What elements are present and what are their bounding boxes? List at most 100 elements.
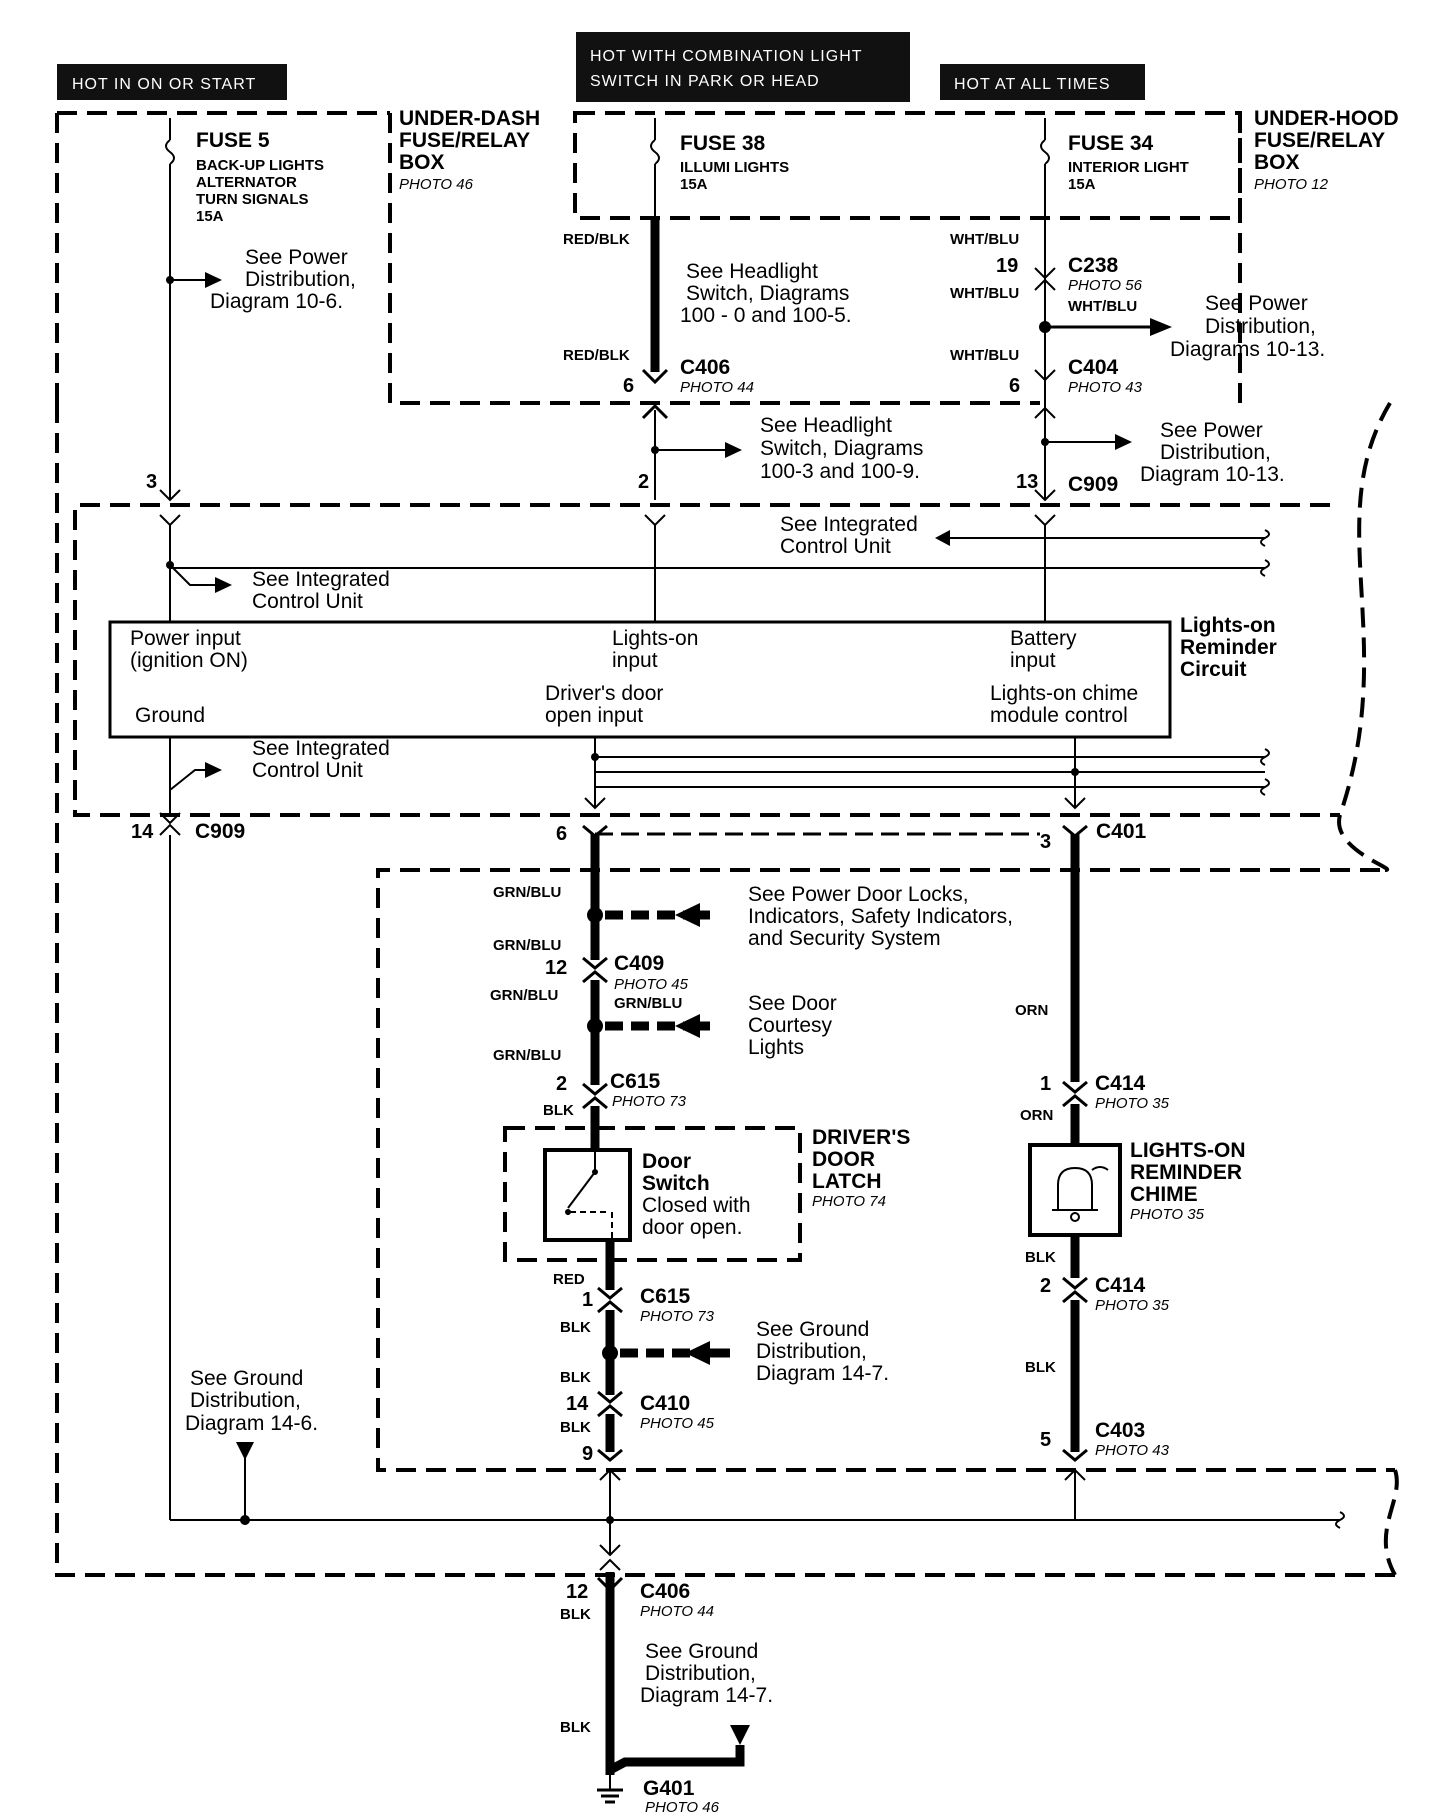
under-hood-photo: PHOTO 12 xyxy=(1254,176,1329,193)
door-switch-label: Switch xyxy=(642,1172,710,1195)
pin-2: 2 xyxy=(1040,1275,1051,1297)
under-hood-box-outline xyxy=(573,111,1242,220)
ref-power-dist: See Power xyxy=(1160,419,1263,442)
chime-label: LIGHTS-ON xyxy=(1130,1139,1246,1162)
wire-grn-blu: GRN/BLU xyxy=(493,937,561,954)
connector-c401: C401 xyxy=(1096,820,1147,843)
circuit-title: Reminder xyxy=(1180,636,1277,659)
pin-13: 13 xyxy=(1016,471,1038,493)
wire-orn: ORN xyxy=(1020,1107,1053,1124)
module-enclosure-outline xyxy=(73,503,1340,817)
ref-courtesy: Courtesy xyxy=(748,1014,833,1037)
ref-courtesy: Lights xyxy=(748,1036,804,1059)
circuit-title: Lights-on xyxy=(1180,614,1276,637)
connector-c238: C238 xyxy=(1068,254,1119,277)
fuse-5-line: BACK-UP LIGHTS xyxy=(196,157,324,174)
door-latch-outline xyxy=(503,1126,802,1262)
ref-door-locks: See Power Door Locks, xyxy=(748,883,969,906)
wire-blk: BLK xyxy=(560,1369,591,1386)
icu-bus-bottom xyxy=(591,748,1270,796)
module-battery-input: input xyxy=(1010,649,1056,672)
wire-grn-blu: GRN/BLU xyxy=(490,987,558,1004)
fuse-34-name: FUSE 34 xyxy=(1068,132,1154,155)
wire-orn: ORN xyxy=(1015,1002,1048,1019)
connector-c615-photo: PHOTO 73 xyxy=(640,1308,715,1325)
connector-c409: C409 xyxy=(614,952,664,975)
connector-c414-photo: PHOTO 35 xyxy=(1095,1297,1170,1314)
wire-blk: BLK xyxy=(543,1102,574,1119)
connector-c403-photo: PHOTO 43 xyxy=(1095,1442,1170,1459)
svg-text:HOT AT ALL TIMES: HOT AT ALL TIMES xyxy=(954,76,1111,93)
module-ground: Ground xyxy=(135,704,205,727)
fuse-38-wire xyxy=(641,118,742,622)
connector-c909: C909 xyxy=(195,820,245,843)
svg-text:HOT WITH COMBINATION LIGHT: HOT WITH COMBINATION LIGHT xyxy=(590,48,863,65)
connector-c406-photo: PHOTO 44 xyxy=(640,1603,714,1620)
wire-wht-blu: WHT/BLU xyxy=(950,231,1019,248)
pin-5: 5 xyxy=(1040,1429,1051,1451)
ref-power-dist: See Power xyxy=(245,246,348,269)
ref-power-dist: Diagram 10-13. xyxy=(1140,463,1285,486)
svg-text:HOT IN ON OR START: HOT IN ON OR START xyxy=(72,76,256,93)
wire-blk: BLK xyxy=(1025,1249,1056,1266)
module-lights-on-input: Lights-on xyxy=(612,627,698,650)
ref-power-dist: Distribution, xyxy=(1160,441,1271,464)
wire-grn-blu: GRN/BLU xyxy=(493,1047,561,1064)
pin-14: 14 xyxy=(131,821,154,843)
ground-wire xyxy=(596,1572,750,1804)
connector-c409-photo: PHOTO 45 xyxy=(614,976,689,993)
wire-wht-blu: WHT/BLU xyxy=(1068,298,1137,315)
fuse-38-line: 15A xyxy=(680,176,708,193)
ref-icu: See Integrated xyxy=(780,513,918,536)
ref-icu: Control Unit xyxy=(252,759,363,782)
pin-1: 1 xyxy=(582,1289,593,1311)
fuse-38-name: FUSE 38 xyxy=(680,132,766,155)
connector-c909: C909 xyxy=(1068,473,1118,496)
ref-ground: See Ground xyxy=(645,1640,758,1663)
connector-c414-photo: PHOTO 35 xyxy=(1095,1095,1170,1112)
ref-icu: Control Unit xyxy=(252,590,363,613)
pin-6: 6 xyxy=(1009,375,1020,397)
door-latch-label: DRIVER'S xyxy=(812,1126,910,1149)
pin-1: 1 xyxy=(1040,1073,1051,1095)
door-switch-wire xyxy=(582,737,1040,1571)
ref-headlight: 100-3 and 100-9. xyxy=(760,460,920,483)
door-switch-label: Door xyxy=(642,1150,691,1173)
wire-grn-blu: GRN/BLU xyxy=(614,995,682,1012)
module-chime-control: Lights-on chime xyxy=(990,682,1138,705)
ref-door-locks: and Security System xyxy=(748,927,941,950)
pin-3: 3 xyxy=(1040,831,1051,853)
wire-blk: BLK xyxy=(560,1606,591,1623)
chime-icon xyxy=(1028,1143,1122,1237)
wire-blk: BLK xyxy=(560,1719,591,1736)
ref-power-dist: See Power xyxy=(1205,292,1308,315)
ref-headlight: See Headlight xyxy=(686,260,818,283)
ref-icu: See Integrated xyxy=(252,737,390,760)
connector-c414: C414 xyxy=(1095,1072,1146,1095)
connector-c404-photo: PHOTO 43 xyxy=(1068,379,1143,396)
connector-c410: C410 xyxy=(640,1392,690,1415)
wire-grn-blu: GRN/BLU xyxy=(493,884,561,901)
wire-wht-blu: WHT/BLU xyxy=(950,347,1019,364)
ref-ground: See Ground xyxy=(756,1318,869,1341)
connector-c410-photo: PHOTO 45 xyxy=(640,1415,715,1432)
wire-blk: BLK xyxy=(1025,1359,1056,1376)
wavy-boundary-right xyxy=(1337,401,1399,1576)
fuse-34-line: INTERIOR LIGHT xyxy=(1068,159,1189,176)
connector-c403: C403 xyxy=(1095,1419,1145,1442)
hot-combination-label: HOT WITH COMBINATION LIGHT SWITCH IN PAR… xyxy=(576,32,910,102)
connector-c404: C404 xyxy=(1068,356,1119,379)
ref-ground: Diagram 14-7. xyxy=(640,1684,773,1707)
connector-c615: C615 xyxy=(640,1285,691,1308)
hot-in-on-label: HOT IN ON OR START xyxy=(57,64,287,100)
ref-door-locks: Indicators, Safety Indicators, xyxy=(748,905,1013,928)
module-battery-input: Battery xyxy=(1010,627,1077,650)
pin-2: 2 xyxy=(638,471,649,493)
chime-wire xyxy=(1062,737,1088,1520)
under-dash-label: FUSE/RELAY xyxy=(399,129,530,152)
ref-ground: Diagram 14-6. xyxy=(185,1412,318,1435)
fuse-5-name: FUSE 5 xyxy=(196,129,270,152)
under-dash-box-outline xyxy=(55,111,1040,405)
connector-c406-photo: PHOTO 44 xyxy=(680,379,754,396)
under-dash-label: BOX xyxy=(399,151,445,174)
